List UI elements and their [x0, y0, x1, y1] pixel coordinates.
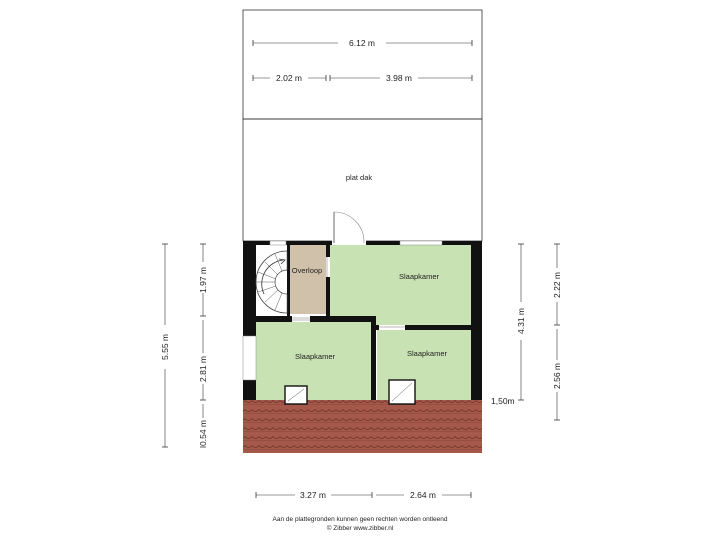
room-label-bedroom-bottom-left: Slaapkamer: [295, 352, 336, 361]
svg-text:3.98 m: 3.98 m: [386, 73, 412, 83]
room-bedroom-top-right: [330, 244, 471, 325]
room-bedroom-bottom-left: [256, 322, 371, 401]
dimension-top-total: 6.12 m: [252, 38, 473, 48]
svg-text:4.31 m: 4.31 m: [516, 308, 526, 334]
svg-text:2.81 m: 2.81 m: [198, 356, 208, 382]
copyright-text: © Zibber www.zibber.nl: [326, 525, 394, 532]
room-label-bedroom-top-right: Slaapkamer: [399, 272, 440, 281]
disclaimer-text: Aan de plattegronden kunnen geen rechten…: [272, 516, 448, 523]
dimension-left-lower: 0.54 m: [198, 404, 208, 448]
svg-text:0.54 m: 0.54 m: [198, 420, 208, 446]
roof-upper-section: [242, 9, 483, 120]
roof-height-label: 1,50m: [491, 396, 515, 406]
room-label-bedroom-bottom-right: Slaapkamer: [407, 349, 448, 358]
dimension-left-total: 5.55 m: [160, 243, 170, 448]
svg-text:5.55 m: 5.55 m: [160, 334, 170, 360]
roof-tiles: [243, 400, 482, 453]
svg-text:2.02 m: 2.02 m: [276, 73, 302, 83]
dimension-bottom-left: 3.27 m: [255, 490, 373, 500]
svg-text:2.64 m: 2.64 m: [410, 490, 436, 500]
dimension-left-middle: 2.81 m: [198, 320, 208, 401]
door-threshold-marks: [292, 257, 405, 328]
room-landing: [289, 244, 326, 314]
roof-label: plat dak: [346, 173, 373, 182]
svg-text:2.22 m: 2.22 m: [552, 272, 562, 298]
windows: [242, 240, 443, 381]
skylight-right-icon: [388, 379, 416, 405]
door-openings: [292, 240, 405, 330]
dimension-bottom-right: 2.64 m: [376, 490, 472, 500]
dimension-right-lower: 2.56 m: [552, 329, 562, 421]
dimension-top-right: 3.98 m: [329, 73, 473, 83]
dimension-top-left: 2.02 m: [252, 73, 327, 83]
room-label-landing: Overloop: [292, 266, 322, 275]
dimension-right-total: 4.31 m: [516, 243, 526, 401]
dimension-left-upper: 1.97 m: [198, 243, 208, 317]
svg-text:2.56 m: 2.56 m: [552, 363, 562, 389]
skylight-left-icon: [284, 385, 308, 405]
door-swing-icon: [333, 211, 365, 244]
svg-text:1.97 m: 1.97 m: [198, 267, 208, 293]
dimension-right-upper: 2.22 m: [552, 243, 562, 326]
svg-text:6.12 m: 6.12 m: [349, 38, 375, 48]
svg-text:3.27 m: 3.27 m: [300, 490, 326, 500]
spiral-staircase-icon: [255, 250, 288, 314]
